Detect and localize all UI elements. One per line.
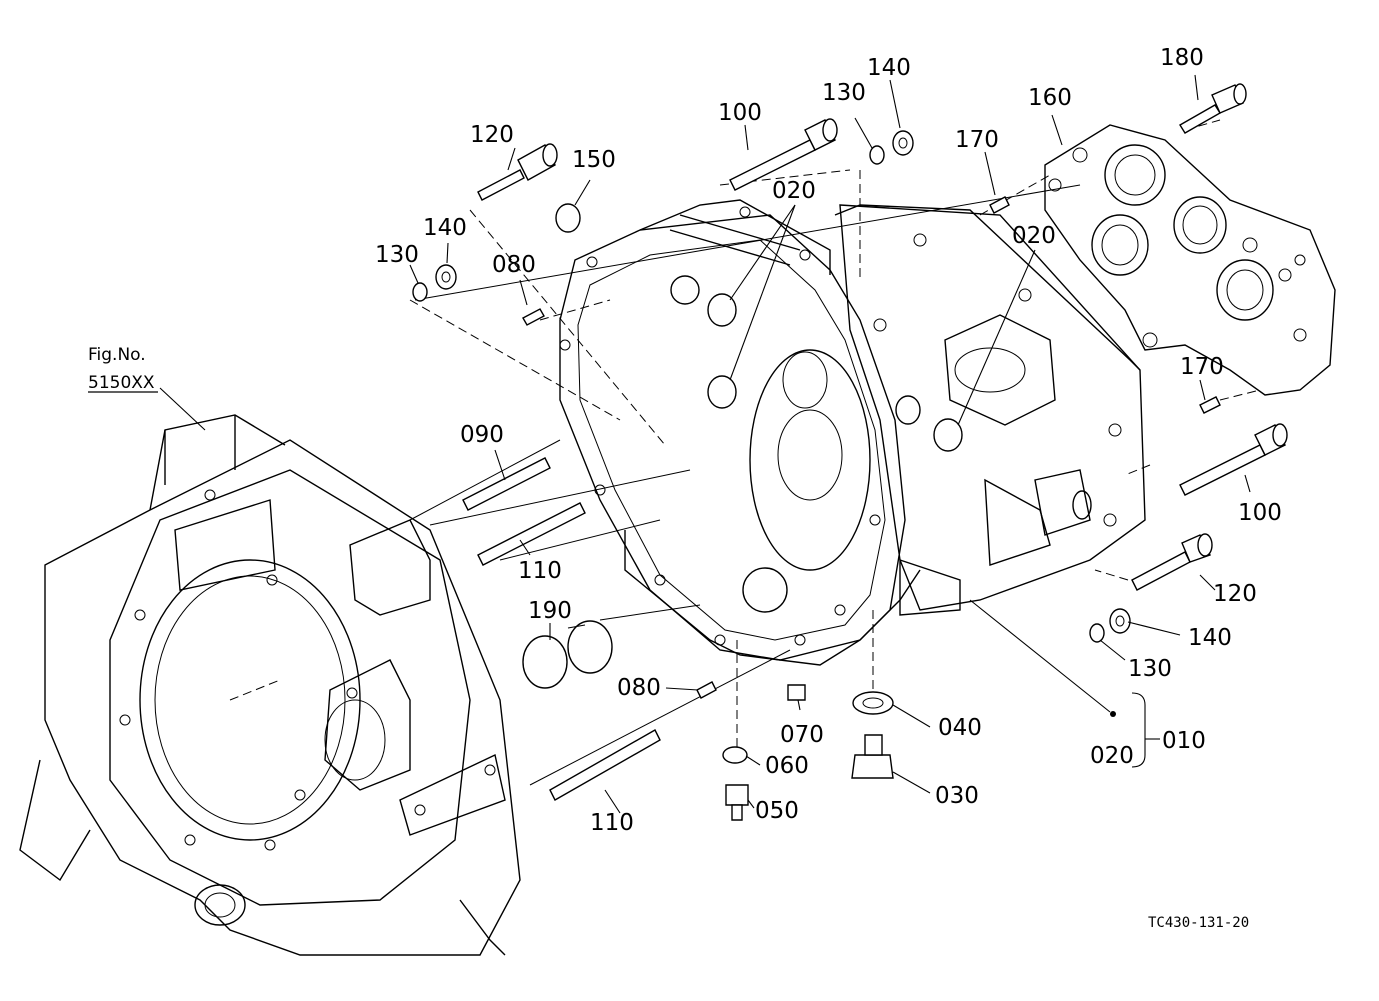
callout-180: 180 [1160, 45, 1204, 71]
callout-080-bottom: 080 [617, 675, 661, 701]
fasteners [412, 83, 1288, 821]
leader-lines [159, 74, 1251, 814]
callout-110-bottom: 110 [590, 810, 634, 836]
callout-170-top: 170 [955, 127, 999, 153]
callout-170-right: 170 [1180, 354, 1224, 380]
callout-labels: Fig.No. 5150XX 120 100 130 140 180 160 1… [88, 45, 1282, 931]
callout-100-right: 100 [1238, 500, 1282, 526]
center-housing [559, 199, 921, 666]
callout-080-top: 080 [492, 252, 536, 278]
callout-160: 160 [1028, 85, 1072, 111]
right-housing [834, 204, 1146, 616]
callout-100-top: 100 [718, 100, 762, 126]
callout-020-b: 020 [1012, 223, 1056, 249]
callout-120-right: 120 [1213, 581, 1257, 607]
fig-ref-label: Fig.No. [88, 345, 146, 365]
callout-020-a: 020 [772, 178, 816, 204]
fig-ref-number: 5150XX [88, 373, 155, 393]
callout-130-top: 130 [822, 80, 866, 106]
callout-010: 010 [1162, 728, 1206, 754]
callout-130-right: 130 [1128, 656, 1172, 682]
callout-190: 190 [528, 598, 572, 624]
alignment-lines [229, 119, 1261, 786]
callout-150: 150 [572, 147, 616, 173]
cover-plate [1044, 124, 1336, 396]
callout-090: 090 [460, 422, 504, 448]
callout-140-top: 140 [867, 55, 911, 81]
callout-020-main: 020 [1090, 743, 1134, 769]
callout-030: 030 [935, 783, 979, 809]
callout-140-left: 140 [423, 215, 467, 241]
left-housing [19, 414, 521, 956]
callout-140-right: 140 [1188, 625, 1232, 651]
callout-070: 070 [780, 722, 824, 748]
callout-040: 040 [938, 715, 982, 741]
callout-060: 060 [765, 753, 809, 779]
drawing-code: TC430-131-20 [1148, 915, 1249, 931]
callout-110-mid: 110 [518, 558, 562, 584]
callout-130-left: 130 [375, 242, 419, 268]
callout-120-top: 120 [470, 122, 514, 148]
callout-050: 050 [755, 798, 799, 824]
